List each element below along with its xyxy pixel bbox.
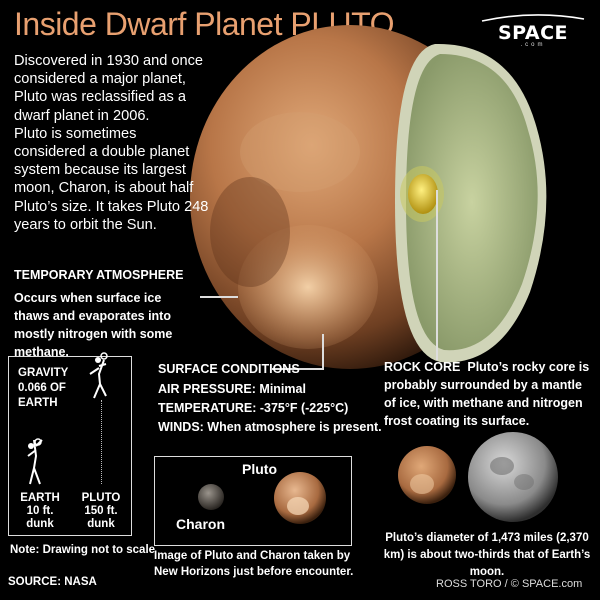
charon-photo bbox=[198, 484, 224, 510]
size-comparison-caption: Pluto’s diameter of 1,473 miles (2,370 k… bbox=[383, 532, 591, 578]
earth-jumper-icon bbox=[27, 438, 43, 485]
intro-paragraph-2: Pluto is sometimes considered a double p… bbox=[14, 125, 209, 233]
pluto-dunk-label: PLUTO 150 ft. dunk bbox=[81, 492, 121, 530]
photo-caption: Image of Pluto and Charon taken by New H… bbox=[154, 550, 354, 578]
pluto-photo bbox=[274, 472, 326, 524]
pluto-rock-core bbox=[408, 174, 438, 214]
pluto-ice-mantle bbox=[406, 54, 538, 351]
logo-subtext: .com bbox=[520, 42, 546, 48]
core-text: ROCK CORE Pluto’s rocky core is probably… bbox=[384, 358, 590, 430]
logo-text: SPACE bbox=[498, 22, 568, 44]
gravity-box bbox=[8, 356, 132, 536]
surface-winds: WINDS: When atmosphere is present. bbox=[158, 420, 382, 434]
surface-leader-horizontal bbox=[272, 368, 324, 370]
space-logo: SPACE .com bbox=[478, 12, 588, 48]
core-leader-line bbox=[436, 190, 438, 360]
jump-height-line bbox=[101, 400, 102, 484]
pluto-jumper-icon bbox=[89, 352, 108, 399]
atmosphere-leader-line bbox=[200, 296, 238, 298]
moon-size-comparison bbox=[468, 432, 558, 522]
author-credit: ROSS TORO / © SPACE.com bbox=[436, 578, 583, 590]
earth-dunk-label: EARTH 10 ft. dunk bbox=[20, 492, 60, 530]
surface-temperature: TEMPERATURE: -375°F (-225°C) bbox=[158, 401, 349, 415]
core-body: Pluto’s rocky core is probably surrounde… bbox=[384, 360, 590, 428]
surface-leader-vertical bbox=[322, 334, 324, 368]
pluto-size-comparison bbox=[398, 446, 456, 504]
source-credit: SOURCE: NASA bbox=[8, 576, 97, 588]
core-heading: ROCK CORE bbox=[384, 360, 461, 374]
atmosphere-heading: TEMPORARY ATMOSPHERE bbox=[14, 268, 184, 282]
pluto-cutaway-illustration bbox=[190, 25, 547, 369]
logo-swoosh-icon bbox=[481, 14, 585, 22]
intro-text: Discovered in 1930 and once considered a… bbox=[14, 52, 210, 234]
intro-paragraph-1: Discovered in 1930 and once considered a… bbox=[14, 53, 204, 124]
photo-box bbox=[154, 456, 352, 546]
atmosphere-body: Occurs when surface ice thaws and evapor… bbox=[14, 291, 173, 359]
surface-heading: SURFACE CONDITIONS bbox=[158, 362, 300, 376]
pluto-heart-region bbox=[238, 225, 378, 349]
charon-photo-label: Charon bbox=[176, 516, 225, 532]
pluto-photo-label: Pluto bbox=[242, 461, 277, 477]
gravity-label: GRAVITY 0.066 OF EARTH bbox=[18, 367, 69, 409]
surface-pressure: AIR PRESSURE: Minimal bbox=[158, 382, 306, 396]
scale-note: Note: Drawing not to scale bbox=[10, 544, 156, 556]
